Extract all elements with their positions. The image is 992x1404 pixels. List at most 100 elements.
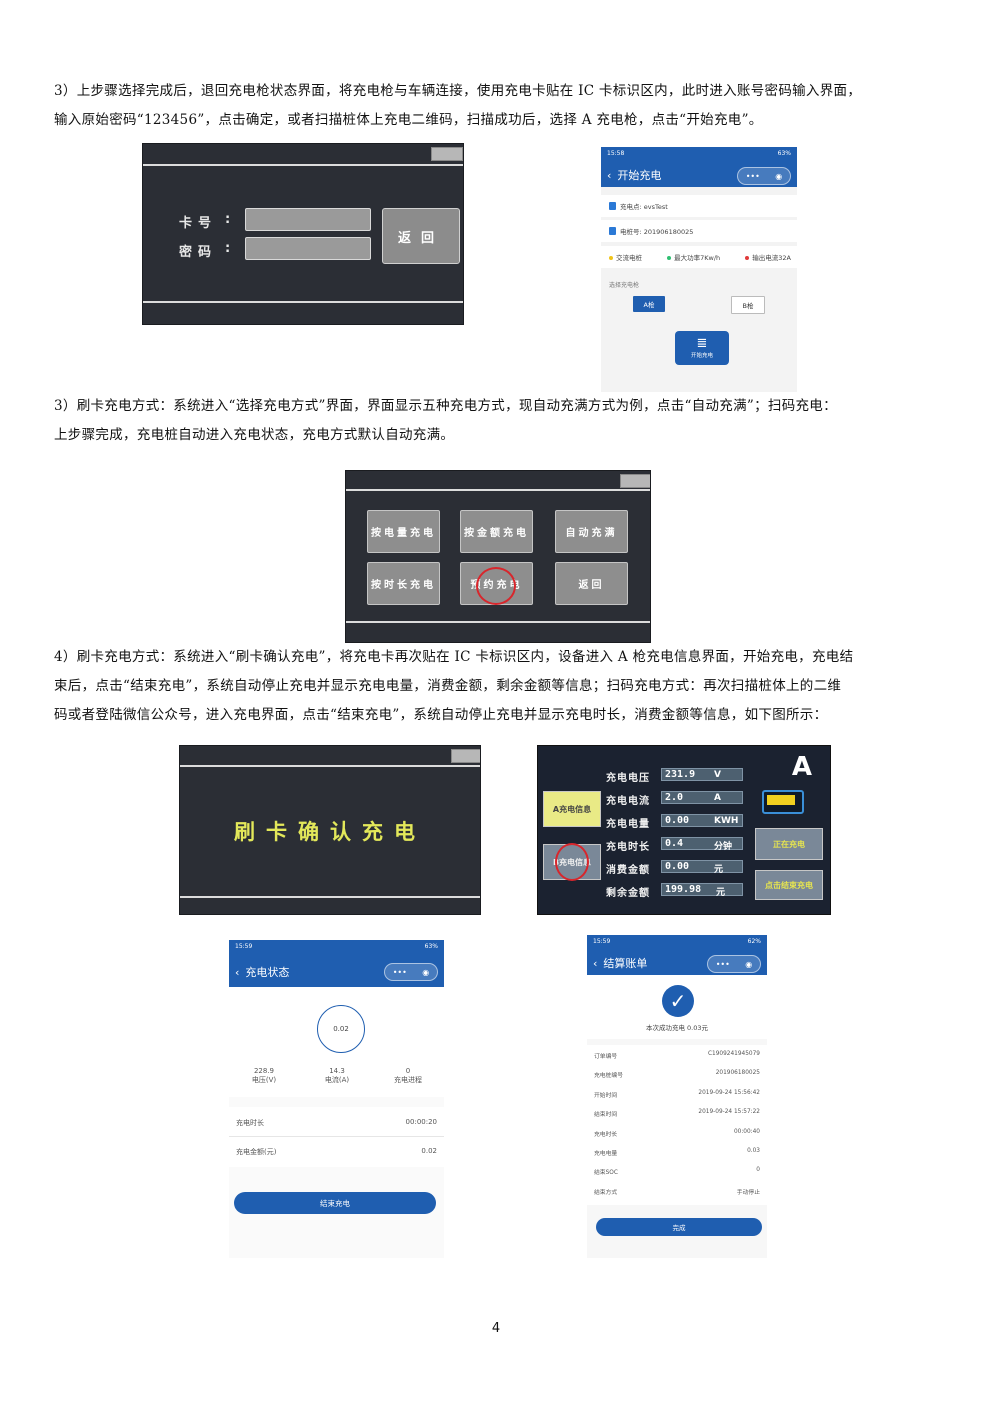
info-value: 199.98: [661, 883, 743, 896]
info-value: 231.9: [661, 768, 743, 781]
station-row: 充电点: evsTest: [601, 195, 797, 217]
phone-header: 15:59 62% ‹ 结算账单 ••• ◉: [587, 935, 767, 975]
progress-value: 0: [405, 1067, 411, 1075]
amount-label: 充电金额(元): [236, 1148, 277, 1156]
status-battery: 62%: [747, 938, 761, 945]
tag-row: 交流电桩 最大功率7Kw/h 输出电流32A: [601, 246, 797, 268]
divider: [229, 1136, 444, 1137]
pile-icon: [609, 227, 616, 235]
close-target-icon[interactable]: ◉: [422, 967, 430, 977]
info-value: 0.00: [661, 814, 743, 827]
password-input[interactable]: [245, 237, 371, 260]
done-button[interactable]: 完成: [596, 1218, 762, 1236]
bill-row: 充电时长 00:00:40: [587, 1129, 767, 1138]
bill-row: 开始时间 2019-09-24 15:56:42: [587, 1090, 767, 1099]
highlight-circle: [476, 567, 516, 605]
plug-icon: ≣: [696, 336, 708, 351]
info-unit: V: [714, 770, 721, 780]
mode-auto-full-button[interactable]: 自动充满: [555, 510, 628, 553]
station-icon: [609, 202, 616, 210]
back-chevron-icon[interactable]: ‹: [235, 965, 240, 979]
summary-panel: [229, 1107, 444, 1167]
card-number-input[interactable]: [245, 208, 371, 231]
back-chevron-icon[interactable]: ‹: [593, 956, 598, 970]
mini-program-capsule[interactable]: ••• ◉: [384, 963, 438, 981]
end-charging-button[interactable]: 结束充电: [234, 1192, 436, 1214]
bill-panel: [587, 1045, 767, 1205]
bill-value: 2019-09-24 15:56:42: [698, 1090, 760, 1096]
mode-return-button[interactable]: 返回: [555, 562, 628, 605]
bill-value: 201906180025: [715, 1070, 760, 1076]
tag-ac: 交流电桩: [609, 252, 642, 262]
start-charging-label: 开始充电: [690, 353, 713, 359]
bill-row: 结束时间 2019-09-24 15:57:22: [587, 1109, 767, 1118]
pile-label: 电桩号: 201906180025: [620, 228, 694, 236]
info-unit: A: [714, 793, 721, 803]
bill-key: 充电时长: [594, 1132, 618, 1138]
info-key: 剩余金额: [606, 888, 650, 899]
info-unit: KWH: [714, 816, 739, 826]
bill-value: 0: [756, 1167, 760, 1173]
page-number: 4: [491, 1321, 501, 1336]
phone-settlement-bill: 15:59 62% ‹ 结算账单 ••• ◉ ✓ 本次成功充电 0.03元 订单…: [587, 935, 767, 1258]
status-time: 15:58: [607, 150, 625, 157]
more-icon[interactable]: •••: [745, 171, 760, 181]
password-label: 密码: [179, 245, 218, 260]
duration-row: 充电时长 00:00:20: [229, 1118, 444, 1128]
info-unit: 分钟: [714, 842, 733, 852]
return-button[interactable]: 返回: [382, 208, 460, 264]
tag-power-text: 最大功率7Kw/h: [674, 254, 721, 262]
select-gun-label: 选择充电枪: [609, 282, 640, 289]
bill-key: 充电桩编号: [594, 1073, 623, 1079]
gun-letter: A: [791, 752, 812, 782]
status-bar: 15:59 63%: [235, 943, 438, 950]
amount-row: 充电金额(元) 0.02: [229, 1147, 444, 1157]
charge-gauge: 0.02: [317, 1005, 365, 1053]
gun-b-button[interactable]: B枪: [731, 296, 765, 314]
back-chevron-icon[interactable]: ‹: [607, 168, 612, 182]
mode-by-energy-button[interactable]: 按电量充电: [367, 510, 440, 553]
close-target-icon[interactable]: ◉: [775, 171, 783, 181]
info-key: 充电电量: [606, 819, 650, 830]
progress-label: 充电进程: [394, 1076, 422, 1084]
yellow-dot-icon: [609, 256, 613, 260]
info-key: 充电电流: [606, 796, 650, 807]
card-number-label: 卡号: [179, 216, 218, 231]
colon: :: [225, 212, 231, 227]
more-icon[interactable]: •••: [392, 967, 407, 977]
status-badge: [451, 749, 480, 763]
success-text: 本次成功充电 0.03元: [645, 1024, 709, 1032]
close-target-icon[interactable]: ◉: [745, 959, 753, 969]
paragraph-step3-mode: 3）刷卡充电方式：系统进入“选择充电方式”界面，界面显示五种充电方式，现自动充满…: [54, 392, 934, 450]
mini-program-capsule[interactable]: ••• ◉: [707, 955, 761, 973]
a-charging-info-button[interactable]: A充电信息: [543, 791, 601, 827]
title-bar: ‹ 结算账单: [593, 955, 761, 971]
bill-row: 充电桩编号 201906180025: [587, 1070, 767, 1079]
station-label: 充电点: evsTest: [620, 203, 668, 211]
voltage-stat: 228.9 电压(V): [245, 1067, 283, 1085]
bill-value: 2019-09-24 15:57:22: [698, 1109, 760, 1115]
start-charging-button[interactable]: ≣ 开始充电: [675, 331, 729, 365]
charging-status-button[interactable]: 正在充电: [755, 828, 823, 860]
info-value: 0.4: [661, 837, 743, 850]
info-key: 充电时长: [606, 842, 650, 853]
tag-ac-text: 交流电桩: [616, 254, 642, 262]
mode-by-time-button[interactable]: 按时长充电: [367, 562, 440, 605]
bill-row: 结束方式 手动停止: [587, 1187, 767, 1196]
gauge-value: 0.02: [333, 1025, 349, 1033]
bill-key: 结束方式: [594, 1190, 618, 1196]
pile-row: 电桩号: 201906180025: [601, 220, 797, 242]
mode-by-amount-button[interactable]: 按金额充电: [460, 510, 533, 553]
paragraph-line: 上步骤完成，充电桩自动进入充电状态，充电方式默认自动充满。: [54, 427, 455, 443]
gun-a-button[interactable]: A枪: [633, 296, 665, 312]
paragraph-step4-confirm: 4）刷卡充电方式：系统进入“刷卡确认充电”，将充电卡再次贴在 IC 卡标识区内，…: [54, 643, 934, 730]
divider: [143, 164, 463, 166]
stop-charging-button[interactable]: 点击结束充电: [755, 870, 823, 900]
swipe-confirm-text: 刷卡确认充电: [234, 819, 426, 844]
duration-label: 充电时长: [236, 1119, 264, 1127]
red-dot-icon: [745, 256, 750, 260]
duration-value: 00:00:20: [405, 1118, 437, 1126]
mini-program-capsule[interactable]: ••• ◉: [737, 167, 791, 185]
amount-value: 0.02: [421, 1147, 437, 1155]
more-icon[interactable]: •••: [715, 959, 730, 969]
